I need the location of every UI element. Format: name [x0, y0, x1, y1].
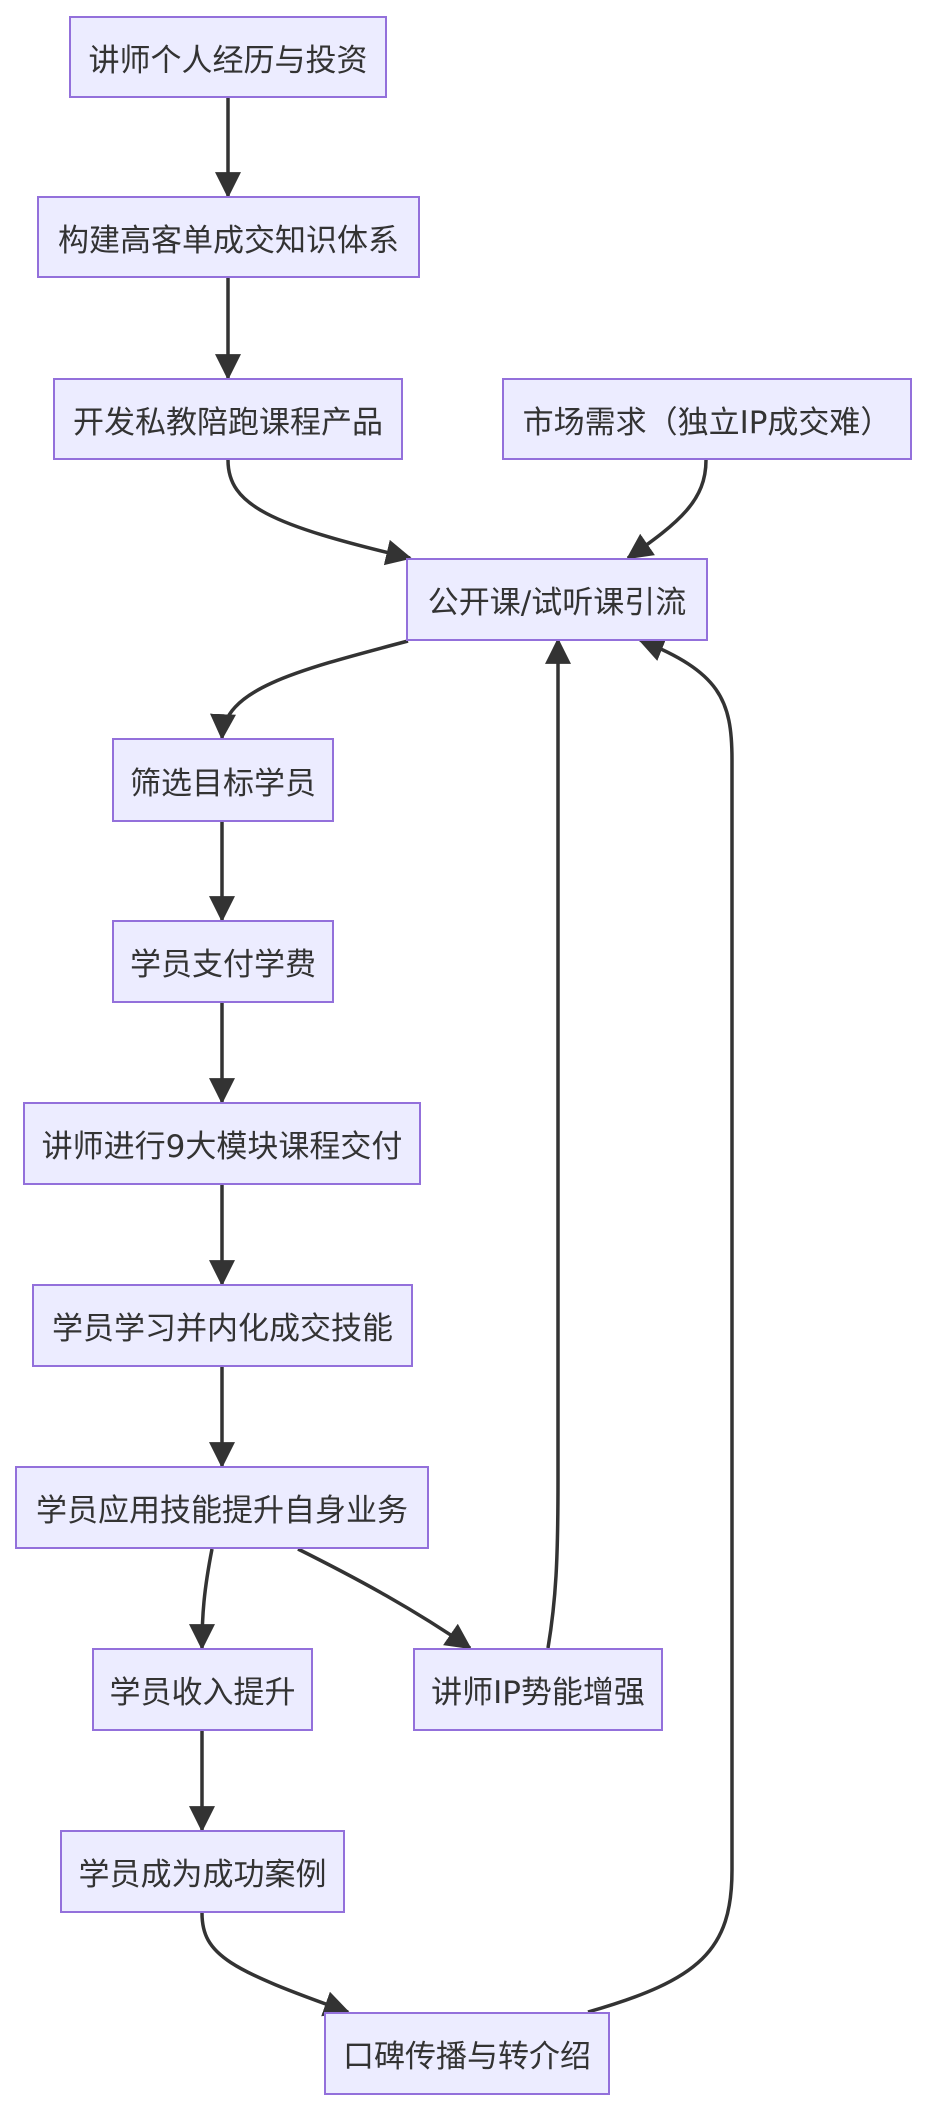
edge-j-l — [297, 1547, 472, 1650]
edge-d-e — [626, 459, 708, 560]
node-success-case: 学员成为成功案例 — [60, 1830, 345, 1913]
node-course-product: 开发私教陪跑课程产品 — [53, 378, 403, 460]
edge-c-e — [226, 459, 413, 566]
edge-l-e — [545, 637, 571, 1649]
node-knowledge-system: 构建高客单成交知识体系 — [37, 196, 420, 278]
node-course-delivery: 讲师进行9大模块课程交付 — [23, 1102, 421, 1185]
node-apply-skills: 学员应用技能提升自身业务 — [15, 1466, 429, 1549]
node-screen-students: 筛选目标学员 — [112, 738, 334, 822]
node-ip-momentum: 讲师IP势能增强 — [413, 1648, 663, 1731]
node-market-demand: 市场需求（独立IP成交难） — [502, 378, 912, 460]
node-open-class: 公开课/试听课引流 — [406, 558, 708, 641]
edge-e-f — [210, 639, 409, 741]
edge-j-k — [189, 1548, 216, 1651]
edge-n-e — [587, 636, 734, 2014]
node-lecturer-experience: 讲师个人经历与投资 — [69, 16, 387, 98]
node-word-of-mouth: 口碑传播与转介绍 — [324, 2012, 610, 2095]
node-income-increase: 学员收入提升 — [92, 1648, 313, 1731]
node-pay-tuition: 学员支付学费 — [112, 920, 334, 1003]
node-internalize-skills: 学员学习并内化成交技能 — [32, 1284, 413, 1367]
edge-m-n — [200, 1912, 351, 2017]
